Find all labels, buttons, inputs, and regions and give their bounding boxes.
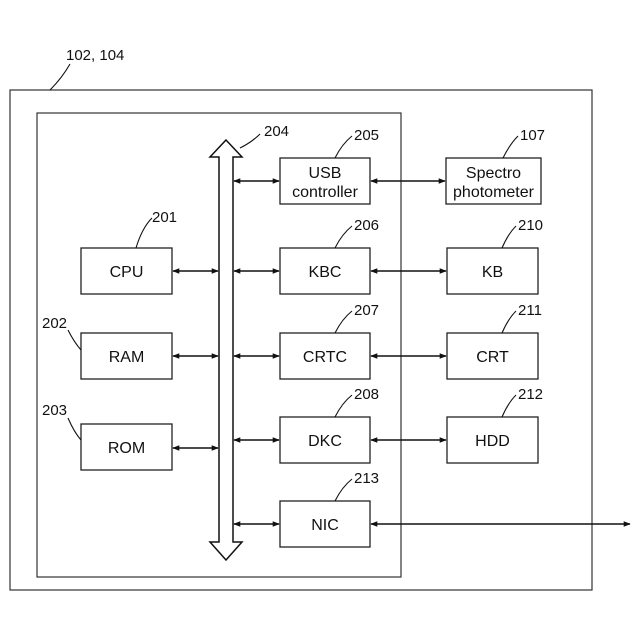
spectro-ref: 107 [520, 127, 545, 144]
nic-ref: 213 [354, 470, 379, 487]
nic-label: NIC [311, 517, 339, 534]
spectro-label-line2: photometer [453, 184, 535, 201]
cpu-label: CPU [110, 264, 144, 281]
cpu-leader [136, 218, 152, 248]
dkc-ref: 208 [354, 386, 379, 403]
ram-ref: 202 [42, 315, 67, 332]
crt-label: CRT [476, 349, 509, 366]
crt-ref: 211 [518, 302, 542, 319]
hdd-label: HDD [475, 433, 510, 450]
kb-label: KB [482, 264, 503, 281]
usb-label-line2: controller [292, 184, 358, 201]
kb-ref: 210 [518, 217, 543, 234]
usb-ref: 205 [354, 127, 379, 144]
hdd-ref: 212 [518, 386, 543, 403]
ram-label: RAM [109, 349, 145, 366]
crtc-leader [335, 311, 352, 333]
hdd-leader [502, 395, 516, 417]
spectro-leader [503, 136, 518, 158]
kb-leader [502, 226, 516, 248]
crt-leader [502, 311, 516, 333]
ram-leader [68, 330, 81, 350]
kbc-ref: 206 [354, 217, 379, 234]
rom-leader [68, 418, 81, 440]
crtc-ref: 207 [354, 302, 379, 319]
bus-leader [240, 134, 260, 148]
cpu-ref: 201 [152, 209, 177, 226]
dkc-leader [335, 395, 352, 417]
rom-label: ROM [108, 440, 145, 457]
outer-frame-leader [50, 64, 70, 90]
usb-leader [335, 136, 352, 158]
spectro-label-line1: Spectro [466, 165, 521, 182]
outer-frame-ref: 102, 104 [66, 47, 124, 64]
system-bus [210, 140, 242, 560]
usb-label-line1: USB [309, 165, 342, 182]
kbc-leader [335, 226, 352, 248]
nic-leader [335, 479, 352, 501]
crtc-label: CRTC [303, 349, 347, 366]
dkc-label: DKC [308, 433, 342, 450]
kbc-label: KBC [309, 264, 342, 281]
bus-ref: 204 [264, 123, 289, 140]
rom-ref: 203 [42, 402, 67, 419]
